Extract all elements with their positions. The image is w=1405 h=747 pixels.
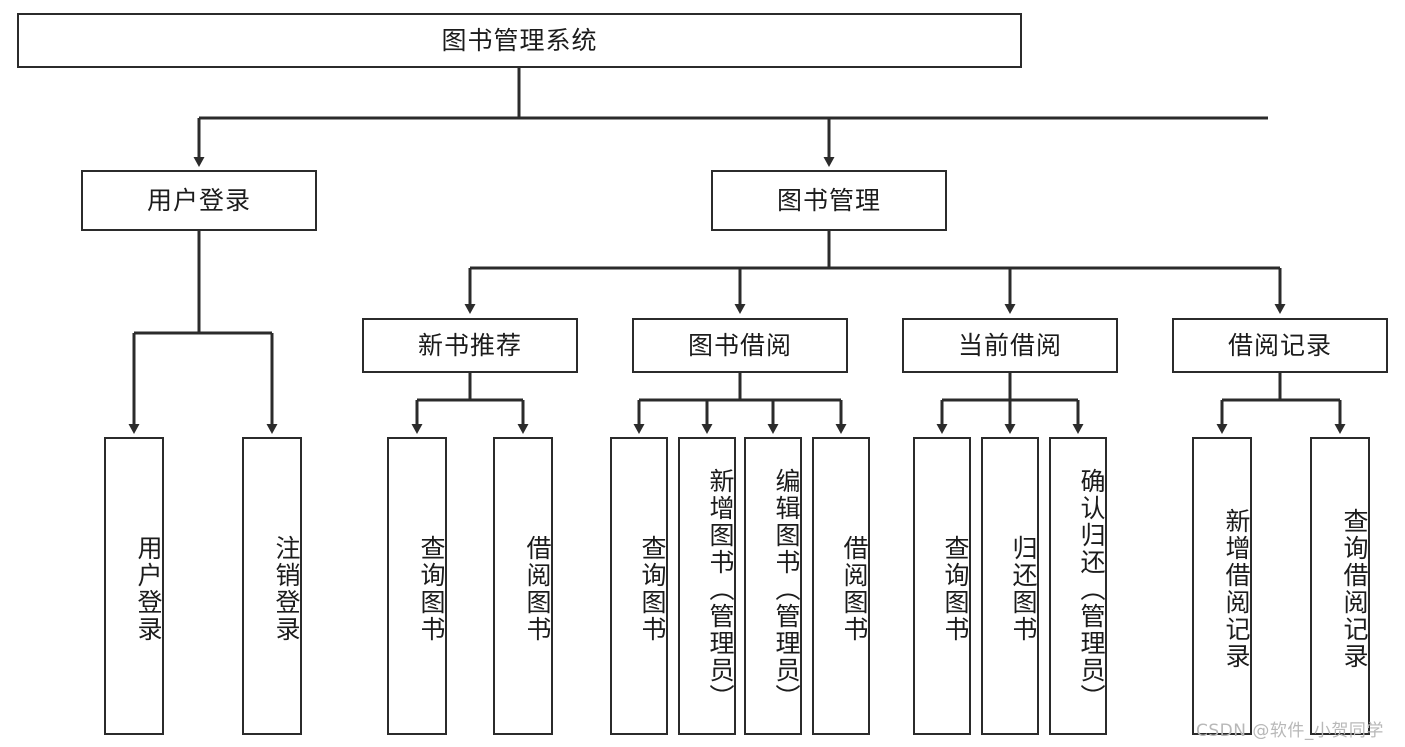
node-label: 查询借阅记录 bbox=[1340, 508, 1369, 670]
node-leaf-return-book[interactable]: 归还图书 bbox=[981, 437, 1039, 735]
csdn-watermark: CSDN @软件_小贺同学 bbox=[1196, 721, 1384, 741]
node-label: 编辑图书（管理员） bbox=[772, 467, 801, 711]
node-leaf-user-login[interactable]: 用户登录 bbox=[104, 437, 164, 735]
node-label: 查询图书 bbox=[417, 535, 446, 643]
node-label: 图书借阅 bbox=[687, 330, 792, 360]
node-label: 新增图书（管理员） bbox=[706, 467, 735, 711]
node-label: 新增借阅记录 bbox=[1222, 508, 1251, 670]
node-label: 查询图书 bbox=[941, 535, 970, 643]
node-leaf-query-borrow-record[interactable]: 查询借阅记录 bbox=[1310, 437, 1370, 735]
node-book-borrowing[interactable]: 图书借阅 bbox=[632, 318, 848, 373]
node-leaf-query-book-new-rec[interactable]: 查询图书 bbox=[387, 437, 447, 735]
node-leaf-user-logout[interactable]: 注销登录 bbox=[242, 437, 302, 735]
node-leaf-borrow-book-new-rec[interactable]: 借阅图书 bbox=[493, 437, 553, 735]
node-leaf-edit-book-admin[interactable]: 编辑图书（管理员） bbox=[744, 437, 802, 735]
node-borrowing-records[interactable]: 借阅记录 bbox=[1172, 318, 1388, 373]
node-leaf-add-book-admin[interactable]: 新增图书（管理员） bbox=[678, 437, 736, 735]
node-label: 归还图书 bbox=[1009, 535, 1038, 643]
node-leaf-query-book-current[interactable]: 查询图书 bbox=[913, 437, 971, 735]
node-current-borrowing[interactable]: 当前借阅 bbox=[902, 318, 1118, 373]
node-leaf-query-book-borrow[interactable]: 查询图书 bbox=[610, 437, 668, 735]
node-root-book-management-system[interactable]: 图书管理系统 bbox=[17, 13, 1022, 68]
node-label: 注销登录 bbox=[272, 535, 301, 643]
node-label: 借阅记录 bbox=[1227, 330, 1332, 360]
node-new-book-recommendation[interactable]: 新书推荐 bbox=[362, 318, 578, 373]
node-leaf-borrow-book[interactable]: 借阅图书 bbox=[812, 437, 870, 735]
node-label: 借阅图书 bbox=[840, 535, 869, 643]
node-label: 新书推荐 bbox=[417, 330, 522, 360]
node-label: 查询图书 bbox=[638, 535, 667, 643]
node-book-management[interactable]: 图书管理 bbox=[711, 170, 947, 231]
node-label: 当前借阅 bbox=[957, 330, 1062, 360]
node-label: 用户登录 bbox=[146, 185, 251, 215]
node-label: 确认归还（管理员） bbox=[1077, 467, 1106, 711]
node-label: 用户登录 bbox=[134, 535, 163, 643]
node-label: 图书管理系统 bbox=[441, 25, 598, 55]
node-label: 图书管理 bbox=[776, 185, 881, 215]
node-label: 借阅图书 bbox=[523, 535, 552, 643]
node-user-login[interactable]: 用户登录 bbox=[81, 170, 317, 231]
node-leaf-add-borrow-record[interactable]: 新增借阅记录 bbox=[1192, 437, 1252, 735]
node-leaf-confirm-return-admin[interactable]: 确认归还（管理员） bbox=[1049, 437, 1107, 735]
